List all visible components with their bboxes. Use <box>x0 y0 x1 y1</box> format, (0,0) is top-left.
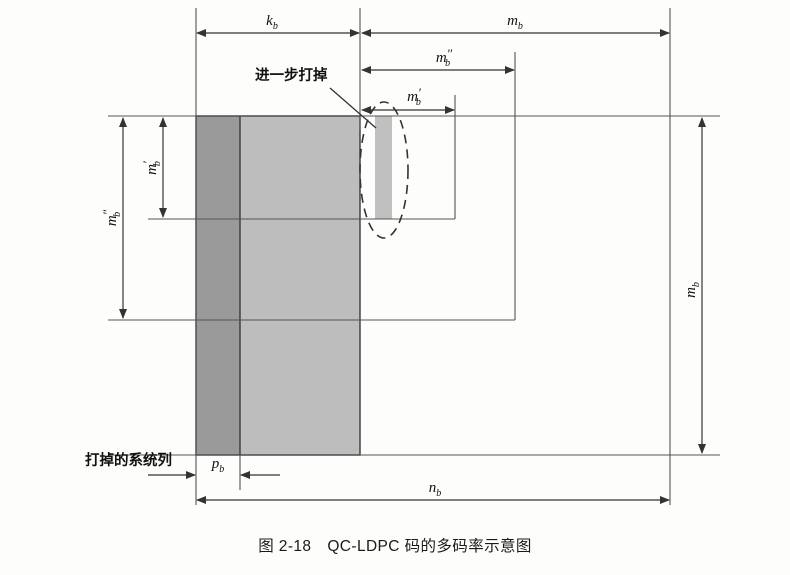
svg-text:pb: pb <box>211 456 225 475</box>
label-mb-top-sub: b <box>518 21 523 32</box>
svg-text:m′b: m′b <box>140 161 163 175</box>
label-mb-top: m <box>507 13 518 29</box>
annotation-punctured-systematic-text: 打掉的系统列 <box>85 451 172 469</box>
dimension-mb-right: mb <box>683 117 706 454</box>
dimension-mb-dprime-left: m″b <box>100 117 127 319</box>
figure-caption: 图 2-18 QC-LDPC 码的多码率示意图 <box>258 538 532 555</box>
block-systematic-remaining <box>240 116 360 455</box>
annotation-further-puncture: 进一步打掉 <box>255 66 377 129</box>
svg-text:nb: nb <box>429 480 442 499</box>
annotation-punctured-systematic: 打掉的系统列 pb <box>85 451 280 479</box>
label-pb: p <box>211 456 220 472</box>
dimension-nb: nb <box>196 480 670 504</box>
label-mb-left-prime: m <box>144 164 160 175</box>
dimension-kb: kb <box>196 13 360 37</box>
label-mb-left-dprime-sub: b <box>112 212 123 217</box>
label-mb-left-prime-sub: b <box>152 161 163 166</box>
svg-text:mb: mb <box>683 282 702 298</box>
label-mb-prime-mark: ′ <box>418 85 421 100</box>
dimension-mb-prime-top: m′b <box>361 85 455 114</box>
label-mb-dprime: m <box>436 50 447 66</box>
block-punctured-systematic <box>196 116 240 455</box>
highlight-ellipse <box>359 101 409 239</box>
dimension-mb-prime-left: m′b <box>140 117 167 218</box>
svg-text:m″b: m″b <box>100 209 123 226</box>
svg-text:mb: mb <box>507 13 523 32</box>
label-mb-right-sub: b <box>691 282 702 287</box>
svg-text:m″b: m″b <box>436 46 453 69</box>
label-mb-right: m <box>683 287 699 298</box>
label-mb-dprime-sub: b <box>445 58 450 69</box>
label-mb-left-dprime-mark: ″ <box>100 209 115 215</box>
label-mb-prime-sub: b <box>416 97 421 108</box>
label-pb-sub: b <box>219 464 224 475</box>
svg-text:kb: kb <box>266 13 278 32</box>
matrix-blocks <box>195 115 392 456</box>
label-kb: k <box>266 13 273 29</box>
label-kb-sub: b <box>273 21 278 32</box>
label-mb-prime: m <box>407 89 418 105</box>
label-mb-left-dprime: m <box>104 215 120 226</box>
guide-lines <box>108 8 720 505</box>
dimension-mb-dprime-top: m″b <box>361 46 515 74</box>
label-mb-dprime-mark: ″ <box>447 46 453 61</box>
annotation-leader-line <box>329 87 377 129</box>
svg-text:m′b: m′b <box>407 85 421 108</box>
label-mb-left-prime-mark: ′ <box>140 161 155 164</box>
dimension-mb-top: mb <box>361 13 670 37</box>
annotation-further-puncture-text: 进一步打掉 <box>255 66 328 84</box>
label-nb-sub: b <box>436 488 441 499</box>
block-parity-stripe <box>375 116 392 219</box>
label-nb: n <box>429 480 437 496</box>
